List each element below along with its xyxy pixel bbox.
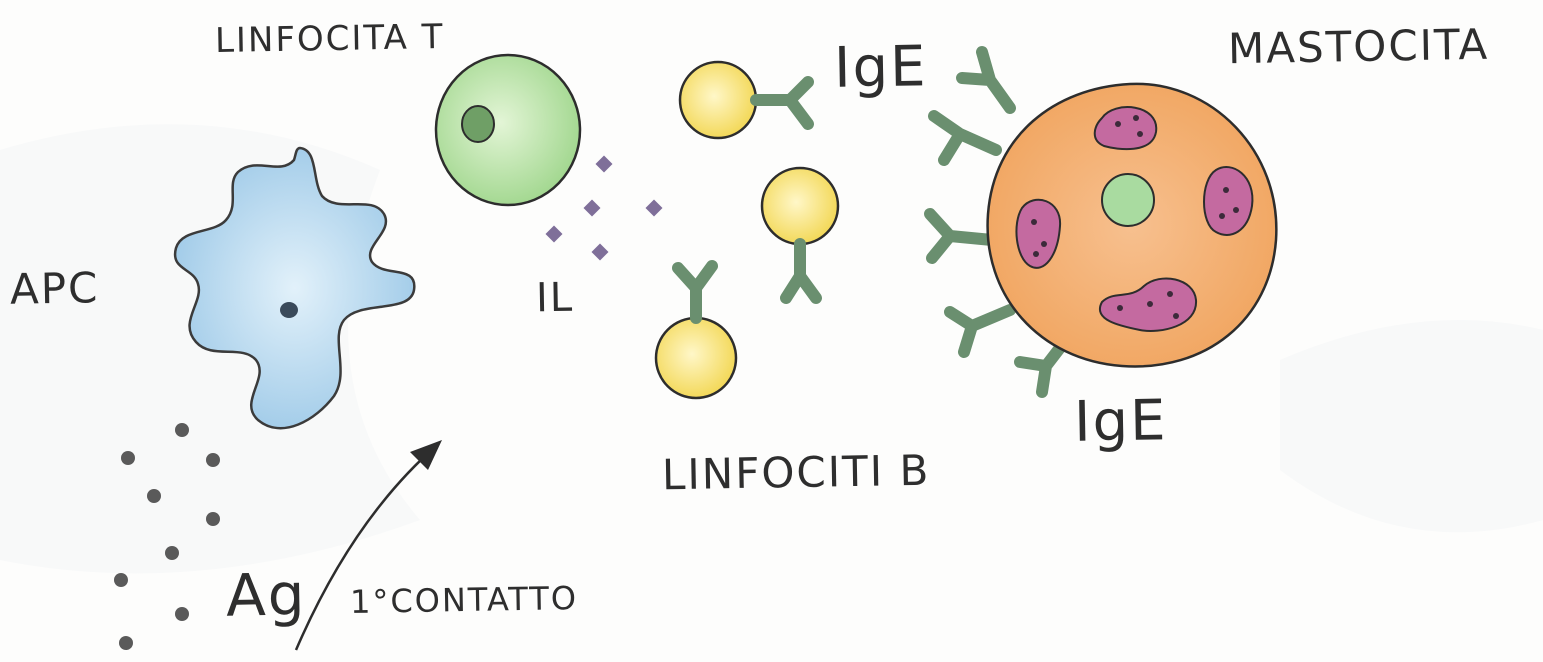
antigen-dot-icon <box>165 546 179 560</box>
mast-nucleus-icon <box>1102 174 1154 226</box>
antigen-dot-icon <box>175 607 189 621</box>
label-linfociti-b: LINFOCITI B <box>662 450 931 497</box>
antigen-dot-icon <box>175 423 189 437</box>
b-lymphocyte-icon <box>680 62 808 138</box>
antigen-dot-icon <box>206 512 220 526</box>
interleukin-icon <box>584 200 601 217</box>
interleukin-icon <box>546 226 563 243</box>
antigen-dot-icon <box>147 489 161 503</box>
label-primo-contatto: 1°CONTATTO <box>350 582 579 618</box>
interleukin-icon <box>596 156 613 173</box>
granule-icon <box>1204 167 1252 235</box>
antigen-dot-icon <box>121 451 135 465</box>
label-apc: APC <box>10 267 100 311</box>
antigen-dot-icon <box>114 573 128 587</box>
b-lymphocyte-icon <box>762 168 838 298</box>
label-mastocita: MASTOCITA <box>1228 24 1490 71</box>
label-ag: Ag <box>226 565 307 624</box>
apc-nucleus-icon <box>280 302 298 318</box>
b-lymphocyte-icon <box>656 266 736 398</box>
label-il: IL <box>536 278 575 319</box>
t-lymphocyte-icon <box>436 55 580 205</box>
label-ige-bottom: IgE <box>1074 393 1168 451</box>
mast-cell-icon <box>930 52 1276 392</box>
label-ige-top: IgE <box>834 39 928 97</box>
antigen-dot-icon <box>119 636 133 650</box>
interleukin-icon <box>592 244 609 261</box>
interleukin-icon <box>646 200 663 217</box>
label-linfocita-t: LINFOCITA T <box>215 20 445 58</box>
t-cell-nucleus-icon <box>462 106 494 142</box>
antigen-dot-icon <box>206 453 220 467</box>
